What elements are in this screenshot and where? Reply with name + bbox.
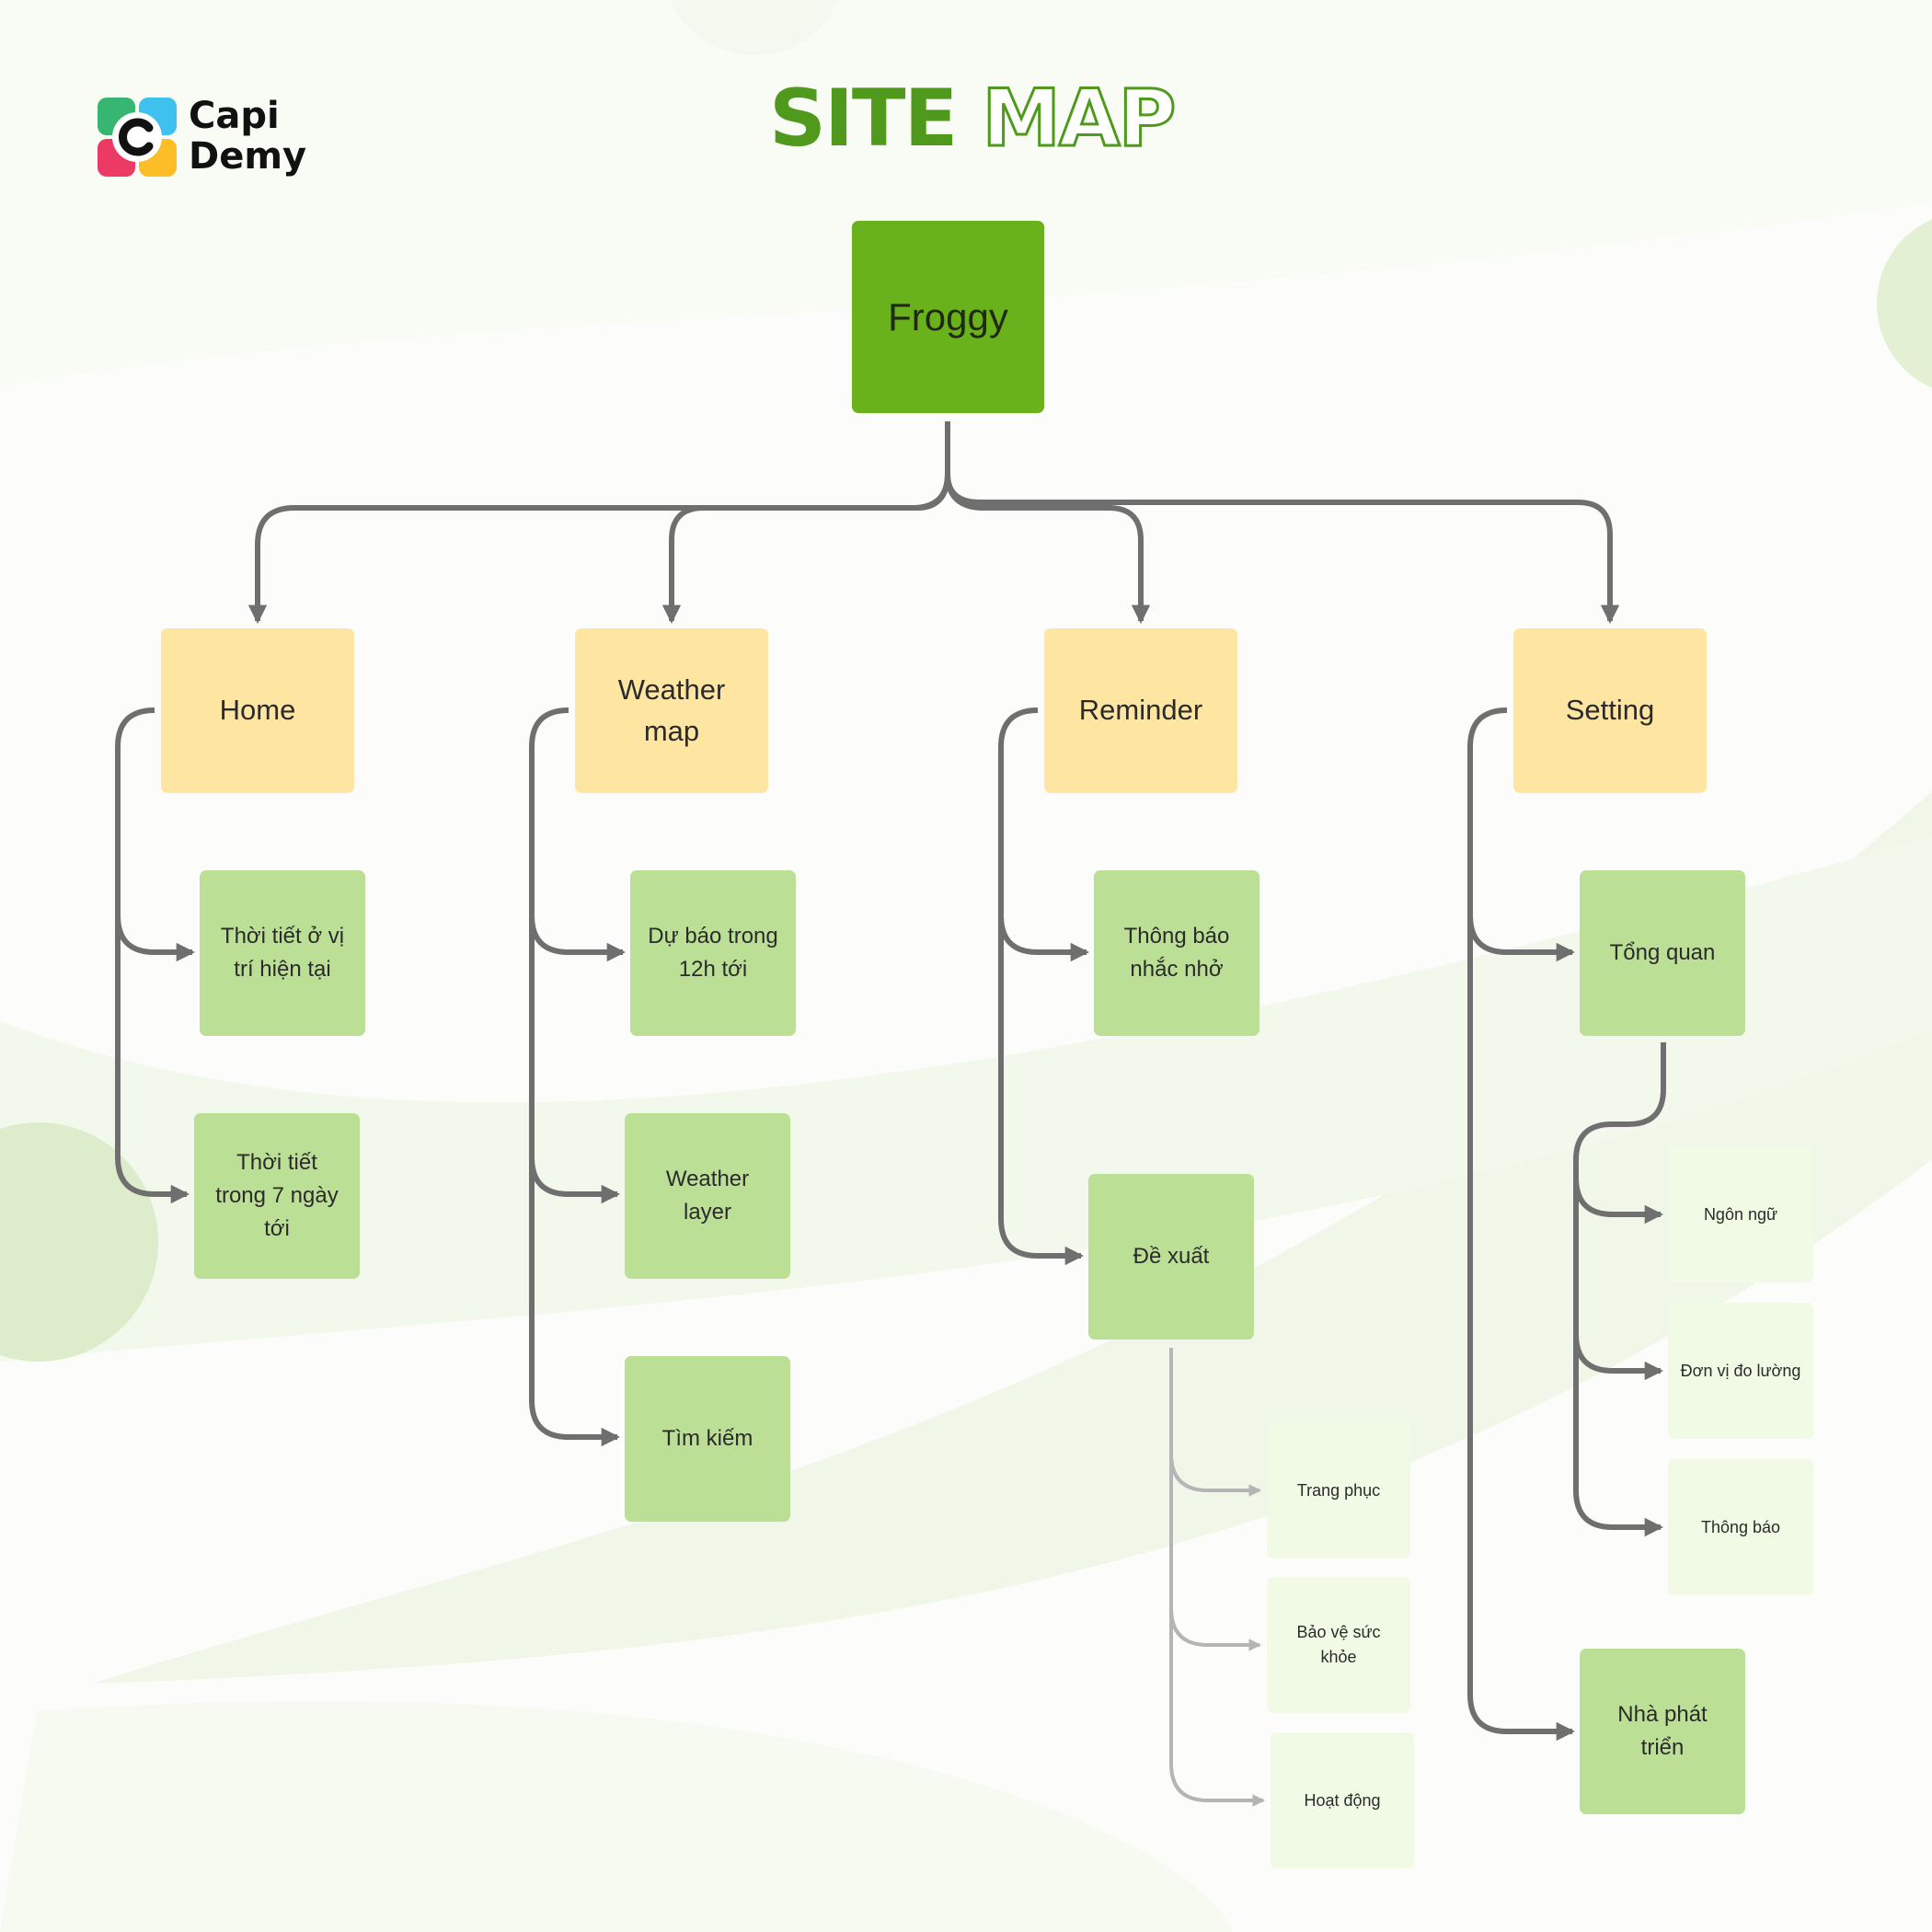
brand-name-line2: Demy (189, 135, 307, 178)
node-overview[interactable]: Tổng quan (1580, 870, 1745, 1036)
capidemy-logo-icon (98, 98, 177, 177)
node-home[interactable]: Home (161, 628, 354, 793)
title-outline-part: MAP (981, 73, 1178, 165)
node-activity[interactable]: Hoạt động (1271, 1732, 1414, 1869)
page-title: SITE MAP (769, 78, 1178, 160)
node-developer[interactable]: Nhà phát triển (1580, 1649, 1745, 1814)
node-froggy[interactable]: Froggy (852, 221, 1044, 413)
node-reminder-notification[interactable]: Thông báo nhắc nhở (1094, 870, 1259, 1036)
node-outfit[interactable]: Trang phục (1267, 1422, 1410, 1558)
node-suggestion[interactable]: Đề xuất (1088, 1174, 1254, 1340)
node-search[interactable]: Tìm kiếm (625, 1356, 790, 1522)
title-solid-part: SITE (769, 73, 958, 165)
brand-name-line1: Capi (189, 95, 280, 137)
node-7-day-weather[interactable]: Thời tiết trong 7 ngày tới (194, 1113, 360, 1279)
node-language[interactable]: Ngôn ngữ (1668, 1146, 1813, 1282)
node-measurement-units[interactable]: Đơn vị đo lường (1668, 1303, 1813, 1439)
node-current-location-weather[interactable]: Thời tiết ở vị trí hiện tại (200, 870, 365, 1036)
node-reminder[interactable]: Reminder (1044, 628, 1237, 793)
node-12h-forecast[interactable]: Dự báo trong 12h tới (630, 870, 796, 1036)
node-weather-map[interactable]: Weather map (575, 628, 768, 793)
node-health-protection[interactable]: Bảo vệ sức khỏe (1267, 1577, 1410, 1713)
node-setting[interactable]: Setting (1513, 628, 1707, 793)
brand-name: Capi Demy (189, 96, 306, 177)
node-weather-layer[interactable]: Weather layer (625, 1113, 790, 1279)
node-notifications[interactable]: Thông báo (1668, 1459, 1813, 1595)
